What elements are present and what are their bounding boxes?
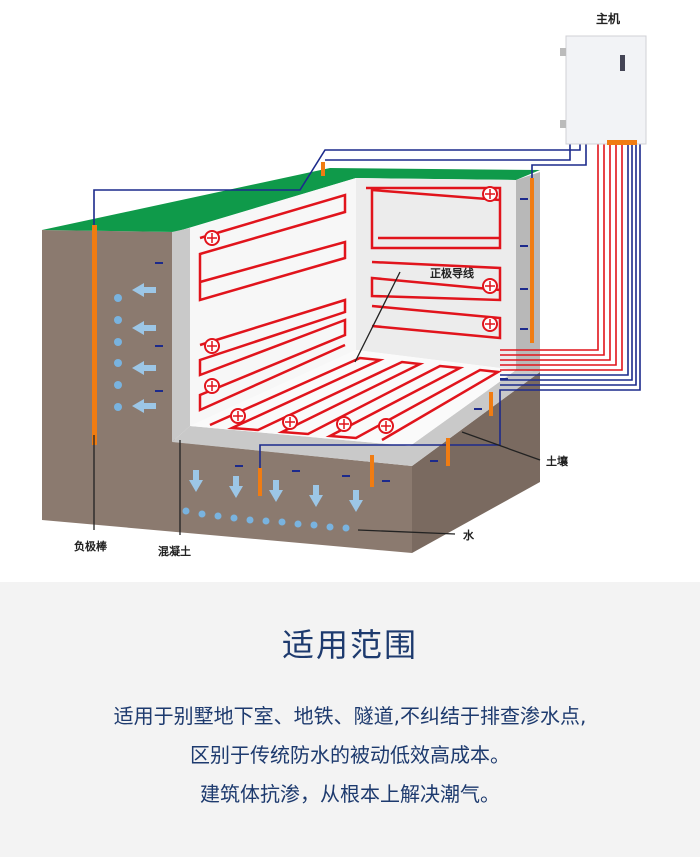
label-host: 主机 [596, 12, 621, 26]
label-negative-rod: 负极棒 [74, 540, 107, 553]
host-unit [560, 35, 647, 145]
concrete-right [516, 172, 540, 372]
label-concrete: 混凝土 [158, 545, 191, 558]
panel-line-3: 建筑体抗渗，从根本上解决潮气。 [200, 782, 500, 806]
soil-front [42, 230, 412, 553]
electro-osmosis-diagram [42, 35, 647, 553]
soil-side [412, 372, 540, 553]
label-soil: 土壤 [546, 455, 568, 468]
panel-title: 适用范围 [281, 626, 418, 664]
application-scope-panel: 适用范围 适用于别墅地下室、地铁、隧道,不纠结于排查渗水点, 区别于传统防水的被… [0, 582, 700, 857]
panel-line-2: 区别于传统防水的被动低效高成本。 [190, 743, 510, 767]
concrete-left [172, 228, 190, 442]
panel-line-1: 适用于别墅地下室、地铁、隧道,不纠结于排查渗水点, [113, 704, 587, 728]
plus-signs [207, 189, 495, 431]
label-positive-wire: 正极导线 [430, 267, 474, 280]
cables [93, 140, 641, 470]
back-wall [356, 178, 516, 370]
positive-wire-grid [198, 186, 502, 442]
negative-rods [92, 162, 534, 496]
label-water: 水 [463, 529, 474, 542]
flow-arrows [132, 283, 363, 512]
label-pointers [93, 271, 541, 535]
grass-top [42, 168, 540, 232]
concrete-bottom [172, 370, 540, 466]
negative-marks [155, 198, 528, 482]
water-drops [114, 294, 350, 532]
